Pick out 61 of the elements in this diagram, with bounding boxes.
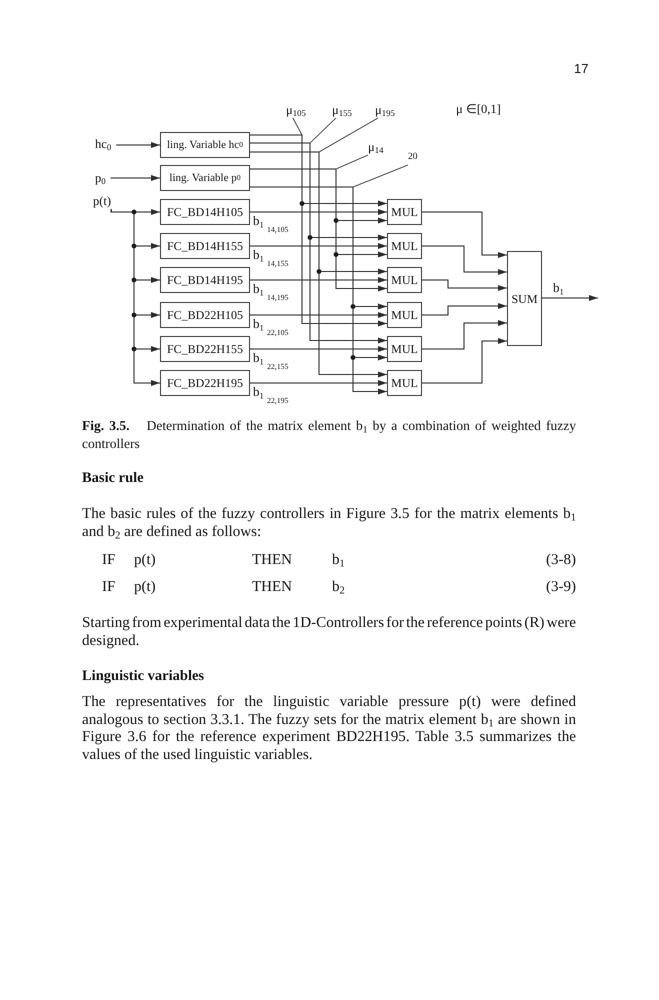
paragraph: The representatives for the linguistic variable pressure p(t) were defined analogous to section 3.3.1. The fuzzy sets for the matrix element b$_{1}$ are shown in Figure 3.6 for the reference experiment BD22H195. Table 3.5 summarizes the values of the used linguistic variables. (82, 694, 576, 764)
controller-block: FC_BD22H195 (160, 370, 250, 396)
multiplier-block: MUL (387, 302, 422, 328)
multiplier-block: MUL (387, 370, 422, 396)
summation-block: SUM (507, 251, 542, 346)
equation-number: (3-8) (546, 551, 576, 569)
math-expression: p(t) (134, 551, 156, 569)
arrow (250, 346, 388, 352)
arrow (422, 303, 508, 316)
equation-number: (3-9) (546, 578, 576, 596)
arrow (422, 212, 508, 258)
paragraph: Starting from experimental data the 1D-Controllers for the reference points (R) were designed. (82, 615, 576, 650)
arrow (422, 280, 508, 291)
multiplier-block: MUL (387, 267, 422, 293)
controller-block: FC_BD14H105 (160, 199, 250, 225)
arrow (250, 277, 388, 283)
controller-block: FC_BD22H155 (160, 336, 250, 362)
edge-label: b$_{1}$ (553, 280, 564, 295)
arrow (422, 246, 508, 275)
signal-label: μ$_{105}$ (286, 103, 306, 118)
formula-label: μ ∈[0,1] (456, 102, 501, 117)
arrow (422, 320, 508, 350)
input-label: p(t) (93, 194, 112, 209)
figure-caption: Fig. 3.5. Determination of the matrix element b$_{1}$ by a combination of weighted fuzzy controllers (82, 417, 576, 453)
multiplier-block: MUL (387, 199, 422, 225)
arrow (250, 209, 388, 215)
arrow (110, 175, 160, 181)
leader-line (292, 118, 302, 136)
section-heading: Basic rule (82, 469, 144, 487)
input-label: hc$_{0}$ (95, 137, 112, 152)
page-number: 17 (574, 61, 588, 77)
signal-label: μ$_{14}$ (368, 140, 384, 155)
controller-block: FC_BD22H105 (160, 302, 250, 328)
leader-line (310, 118, 336, 144)
section-heading: Linguistic variables (82, 667, 204, 685)
arrow (250, 312, 388, 318)
controller-block: FC_BD14H195 (160, 267, 250, 293)
rule-keyword: THEN (252, 551, 292, 569)
multiplier-block: MUL (387, 233, 422, 259)
rule-keyword: IF (102, 578, 116, 596)
arrow (422, 338, 508, 384)
rule-keyword: THEN (252, 578, 292, 596)
signal-label: μ$_{195}$ (375, 103, 395, 118)
math-expression: b$_{2}$ (332, 578, 345, 596)
leader-line (336, 154, 368, 170)
multiplier-block: MUL (387, 336, 422, 362)
paragraph: The basic rules of the fuzzy controllers in Figure 3.5 for the matrix elements b$_{1}$ and b$_{2}$ are defined as follows: (82, 506, 576, 542)
leader-line (352, 164, 408, 188)
arrow (542, 295, 598, 301)
arrow (250, 243, 388, 249)
controller-block: FC_BD14H155 (160, 233, 250, 259)
leader-line (318, 118, 378, 152)
arrow (250, 380, 388, 386)
signal-label: 20 (408, 150, 418, 165)
arrow (116, 142, 160, 148)
arrow (110, 208, 160, 386)
math-expression: b$_{1}$ (332, 551, 345, 569)
math-expression: p(t) (134, 578, 156, 596)
rule-keyword: IF (102, 551, 116, 569)
signal-label: μ$_{155}$ (332, 103, 352, 118)
input-label: p$_{0}$ (95, 171, 106, 186)
